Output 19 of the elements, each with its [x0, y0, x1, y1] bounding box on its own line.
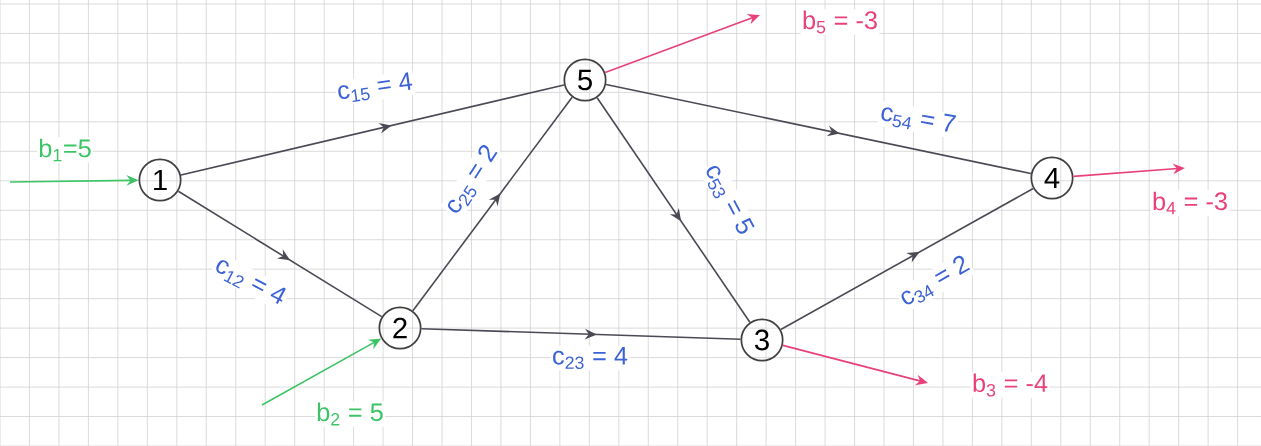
- arrow: [177, 190, 383, 318]
- arrow: [412, 96, 573, 312]
- edge-label: c$_{23}$ = 4: [550, 345, 630, 371]
- arrow: [780, 187, 1034, 331]
- edge-label: b$_{1}$=5: [36, 137, 94, 163]
- edge-label: b$_{3}$ = -4: [970, 372, 1050, 398]
- arrow: [420, 327, 742, 341]
- edge-label: c$_{25}$ = 2: [440, 140, 504, 220]
- edge-label: c$_{12}$ = 4: [209, 252, 291, 312]
- edge-label: b$_{4}$ = -3: [1150, 190, 1230, 216]
- edge-label: b$_{2}$ = 5: [314, 401, 386, 427]
- edge-label: c$_{15}$ = 4: [334, 70, 416, 106]
- arrow: [605, 83, 1032, 175]
- edge-label: c$_{34}$ = 2: [894, 251, 976, 313]
- arrow: [180, 84, 565, 176]
- edge-label: c$_{54}$ = 7: [877, 101, 959, 139]
- edge-label: b$_{5}$ = -3: [800, 9, 880, 35]
- arrow: [596, 97, 751, 323]
- edge-label: c$_{53}$ = 5: [698, 159, 758, 241]
